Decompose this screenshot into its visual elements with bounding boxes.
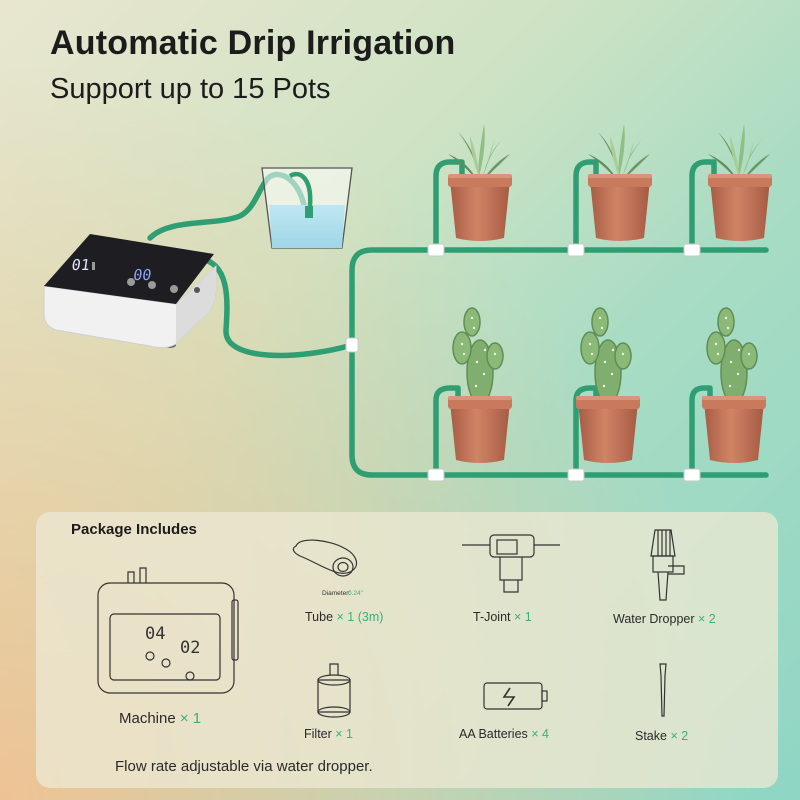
stake-label: Stake × 2: [635, 729, 689, 743]
machine-label: Machine × 1: [119, 710, 202, 727]
flow-rate-note: Flow rate adjustable via water dropper.: [115, 758, 373, 775]
page-subtitle: Support up to 15 Pots: [50, 73, 331, 105]
dropper-label: Water Dropper × 2: [613, 612, 716, 626]
filter-label: Filter × 1: [304, 727, 353, 741]
package-items-illustrations: 04 02 Diameter: 0.24": [97, 529, 685, 718]
machine-display-right: 02: [180, 638, 200, 658]
pump-device: 01 00: [43, 234, 217, 349]
tjoint-label: T-Joint × 1: [473, 610, 532, 624]
device-display-right: 00: [132, 266, 153, 284]
tube-diameter-label: Diameter:: [322, 590, 350, 597]
package-panel: [36, 512, 778, 788]
page-title: Automatic Drip Irrigation: [50, 24, 456, 62]
irrigation-diagram: 01 00: [43, 124, 772, 482]
machine-icon: [97, 582, 235, 694]
tube-diameter-value: 0.24": [348, 590, 364, 597]
package-title: Package Includes: [71, 521, 197, 538]
tube-label: Tube × 1 (3m): [305, 610, 384, 624]
machine-display-left: 04: [145, 624, 165, 644]
water-cup: [261, 167, 353, 249]
batteries-label: AA Batteries × 4: [459, 727, 550, 741]
device-display-left: 01: [70, 256, 91, 274]
